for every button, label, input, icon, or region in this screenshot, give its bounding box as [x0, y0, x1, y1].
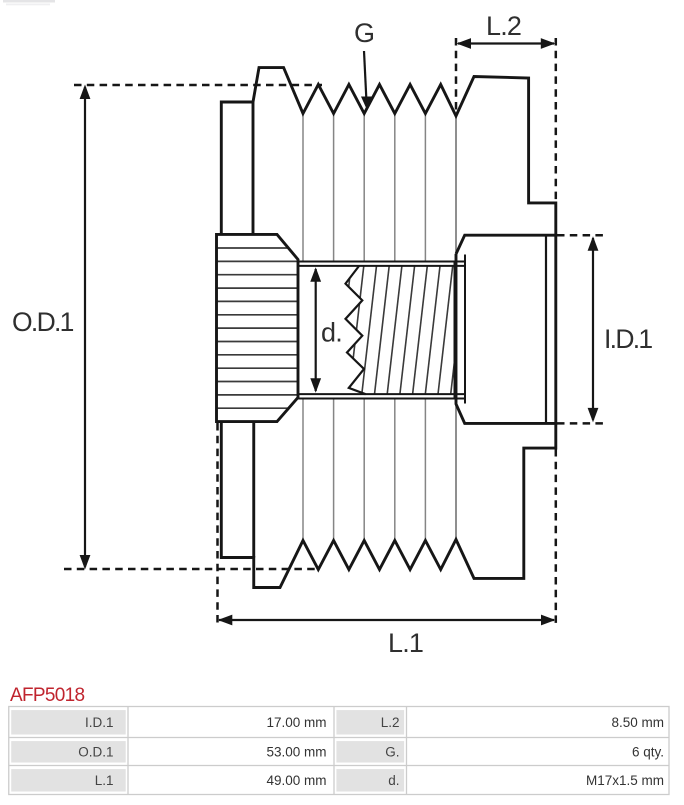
svg-text:6 qty.: 6 qty.: [632, 744, 664, 759]
svg-text:49.00 mm: 49.00 mm: [266, 773, 326, 788]
svg-text:L.1: L.1: [95, 773, 114, 788]
svg-text:d.: d.: [321, 318, 342, 348]
svg-text:L.2: L.2: [381, 715, 400, 730]
svg-text:8.50 mm: 8.50 mm: [611, 715, 664, 730]
svg-text:AFP5018: AFP5018: [10, 685, 84, 706]
svg-text:d.: d.: [388, 773, 399, 788]
svg-text:O.D.1: O.D.1: [78, 744, 113, 759]
svg-text:17.00 mm: 17.00 mm: [266, 715, 326, 730]
svg-text:G.: G.: [385, 744, 399, 759]
svg-text:O.D.1: O.D.1: [12, 307, 74, 337]
svg-text:M17x1.5 mm: M17x1.5 mm: [586, 773, 664, 788]
svg-text:I.D.1: I.D.1: [85, 715, 114, 730]
svg-text:L.2: L.2: [486, 11, 521, 41]
svg-text:I.D.1: I.D.1: [604, 324, 652, 354]
svg-text:G: G: [354, 18, 374, 48]
svg-text:53.00 mm: 53.00 mm: [266, 744, 326, 759]
svg-text:L.1: L.1: [388, 628, 423, 658]
